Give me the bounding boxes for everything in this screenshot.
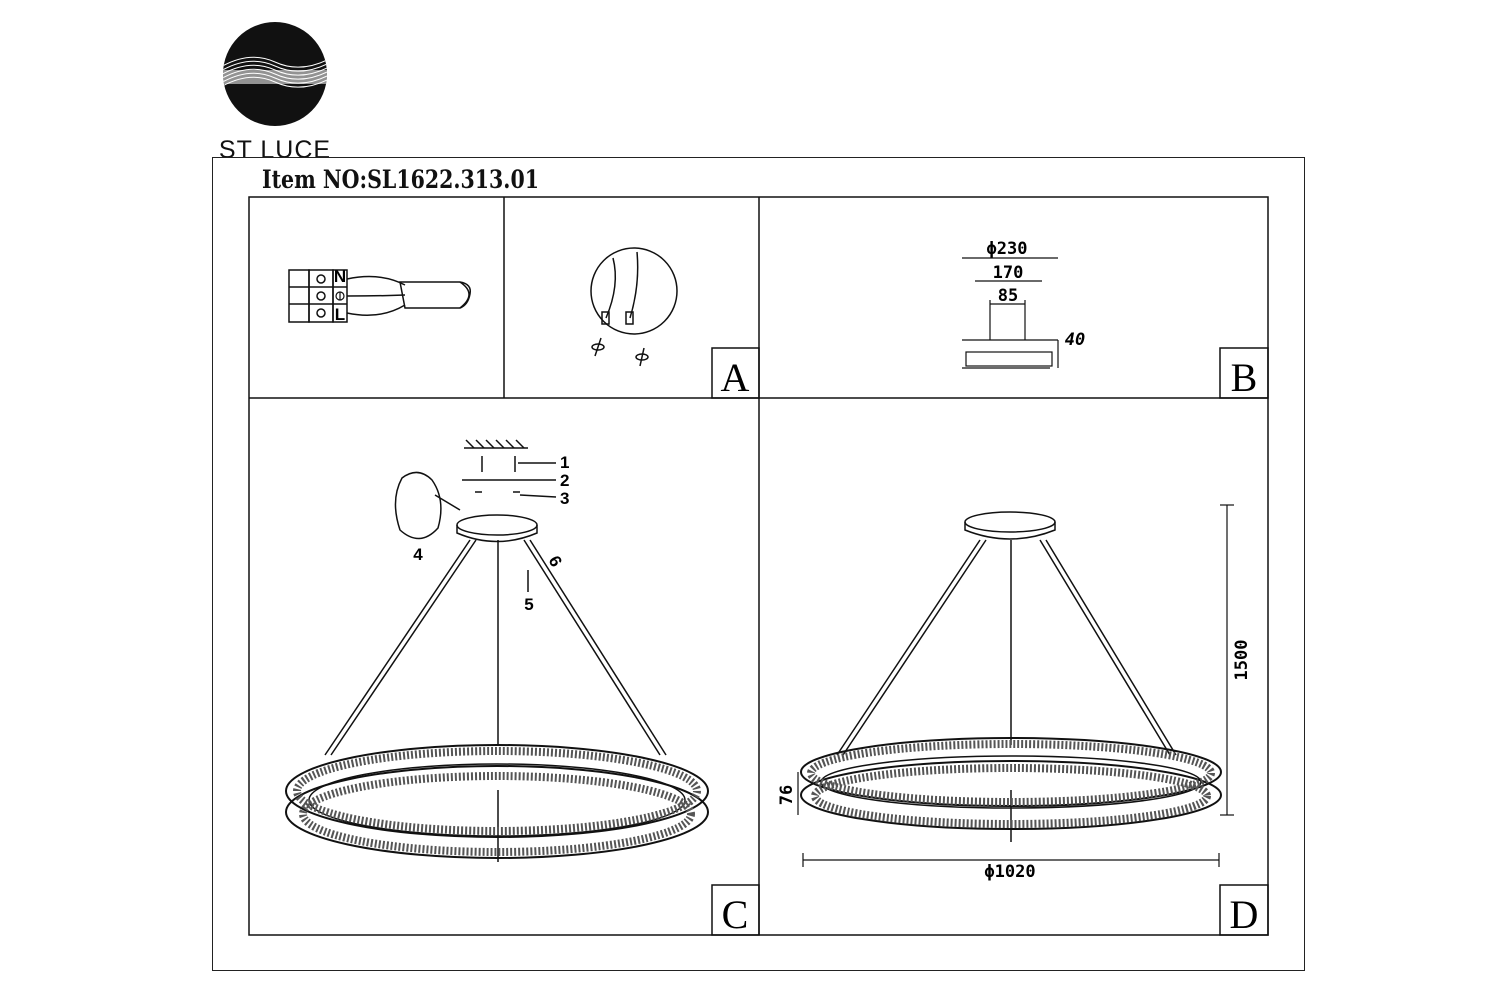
part-1-label: 1 [560, 453, 569, 472]
crystal-ring-d [800, 737, 1222, 830]
item-number-value: SL1622.313.01 [367, 165, 539, 194]
panel-c-letter: C [722, 892, 749, 937]
part-4-label: 4 [413, 545, 423, 564]
ring-height-dim: 76 [777, 785, 797, 805]
part-2-label: 2 [560, 471, 569, 490]
item-number-label: Item NO: [262, 165, 368, 194]
brand-name: ST LUCE [218, 136, 332, 164]
part-3-label: 3 [560, 489, 569, 508]
brand-logo: ST LUCE [205, 18, 345, 164]
canopy-height-dim: 40 [1065, 330, 1085, 350]
terminal-neutral-label: N [334, 267, 346, 286]
part-5-label: 5 [524, 595, 533, 614]
panel-a-letter: A [721, 355, 750, 400]
canopy-screw-dim: 85 [998, 286, 1018, 306]
canopy-diameter-dim: ϕ230 [987, 239, 1028, 259]
wire-connection-detail [590, 247, 678, 367]
item-number-title: Item NO:SL1622.313.01 [262, 165, 539, 194]
panel-b-letter: B [1231, 355, 1258, 400]
pendant-full-view [836, 511, 1177, 842]
canopy-dimension-drawing [962, 257, 1059, 369]
dimension-lines-d [797, 504, 1234, 867]
earth-icon [335, 291, 345, 301]
suspension-height-dim: 1500 [1232, 640, 1252, 681]
ring-diameter-dim: ϕ1020 [984, 862, 1035, 882]
terminal-live-label: L [335, 305, 345, 324]
drawing-frame [212, 157, 1305, 971]
terminal-block-illustration [288, 269, 472, 323]
canopy-mounting-dim: 170 [993, 263, 1024, 283]
crystal-ring-c [285, 744, 709, 859]
exploded-assembly [324, 439, 667, 862]
swirl-disc-logo-icon [223, 22, 327, 126]
panel-d-letter: D [1230, 892, 1259, 937]
